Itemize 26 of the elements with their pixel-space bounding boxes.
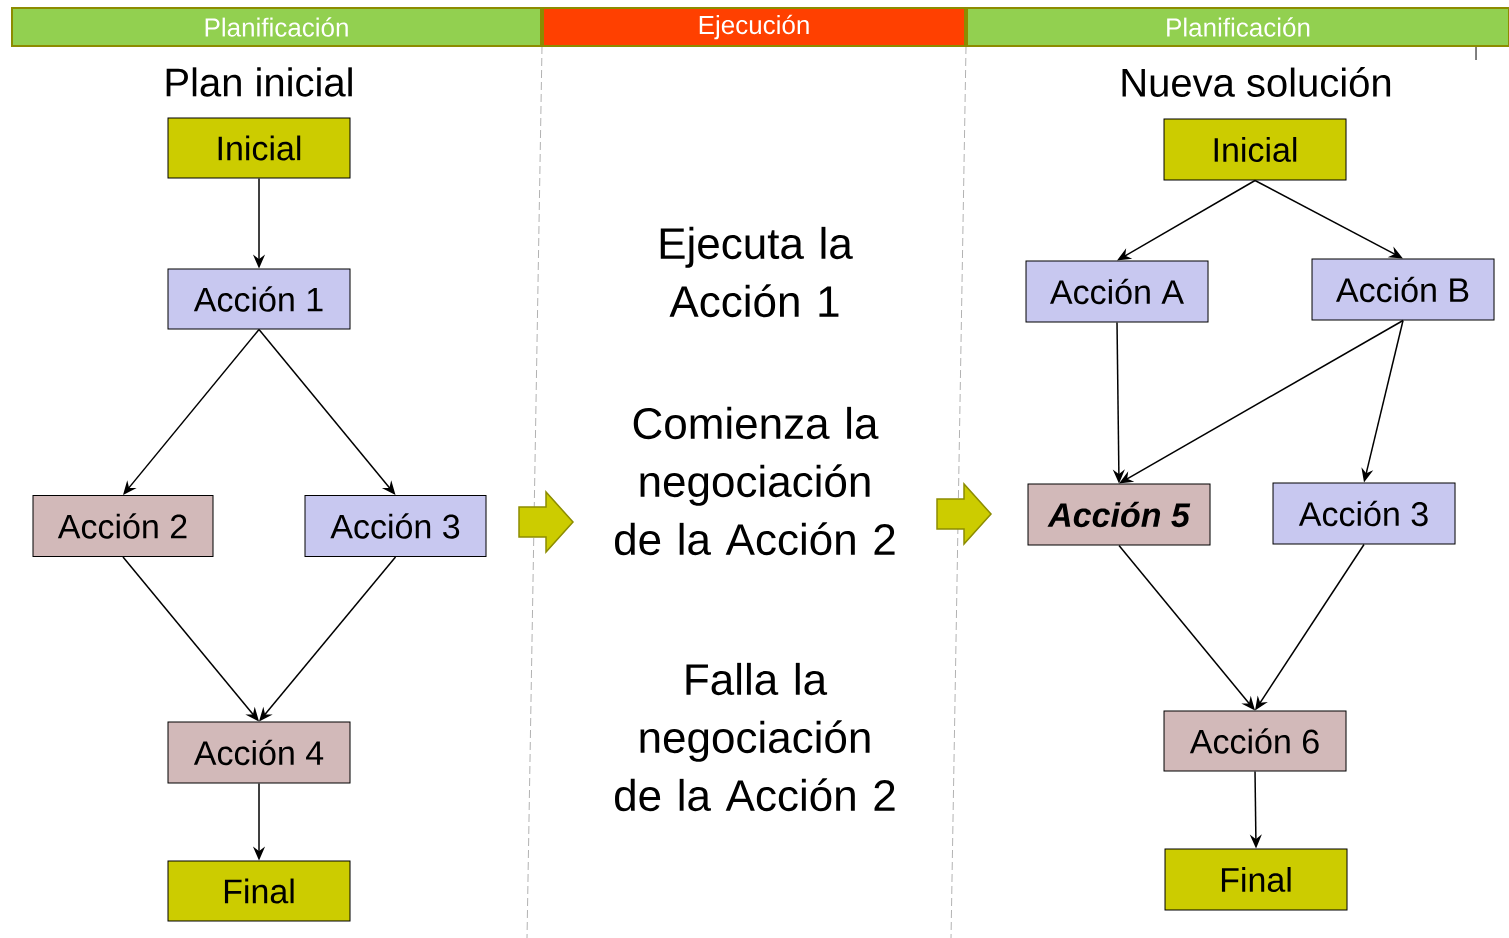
terminal-box: Inicial [167, 117, 351, 179]
action-box: Acción 5 [1027, 483, 1211, 546]
arrow [1117, 179, 1256, 261]
arrow [258, 328, 396, 495]
phase-band: Planificación [11, 7, 542, 47]
action-box: Acción B [1311, 258, 1495, 321]
step-text: Comienza la negociación de la Acción 2 [615, 406, 895, 556]
arrow [123, 328, 260, 495]
phase-band: Planificación [966, 7, 1509, 47]
column-title: Nueva solución [1122, 67, 1391, 97]
arrow [1119, 319, 1404, 484]
phase-band: Ejecución [542, 7, 966, 47]
step-text: Ejecuta la Acción 1 [660, 226, 853, 318]
action-box: Acción 6 [1163, 710, 1347, 772]
action-box: Acción 4 [167, 721, 351, 784]
arrow [1254, 179, 1403, 259]
terminal-box: Final [167, 860, 351, 922]
terminal-box: Inicial [1163, 118, 1347, 181]
column-title: Plan inicial [166, 67, 352, 97]
action-box: Acción 1 [167, 268, 351, 330]
step-text: Falla la negociación de la Acción 2 [615, 662, 895, 812]
terminal-box: Final [1164, 848, 1348, 911]
action-box: Acción 3 [304, 495, 487, 557]
action-box: Acción 3 [1272, 482, 1456, 545]
action-box: Acción A [1025, 260, 1209, 323]
action-box: Acción 2 [32, 495, 214, 557]
